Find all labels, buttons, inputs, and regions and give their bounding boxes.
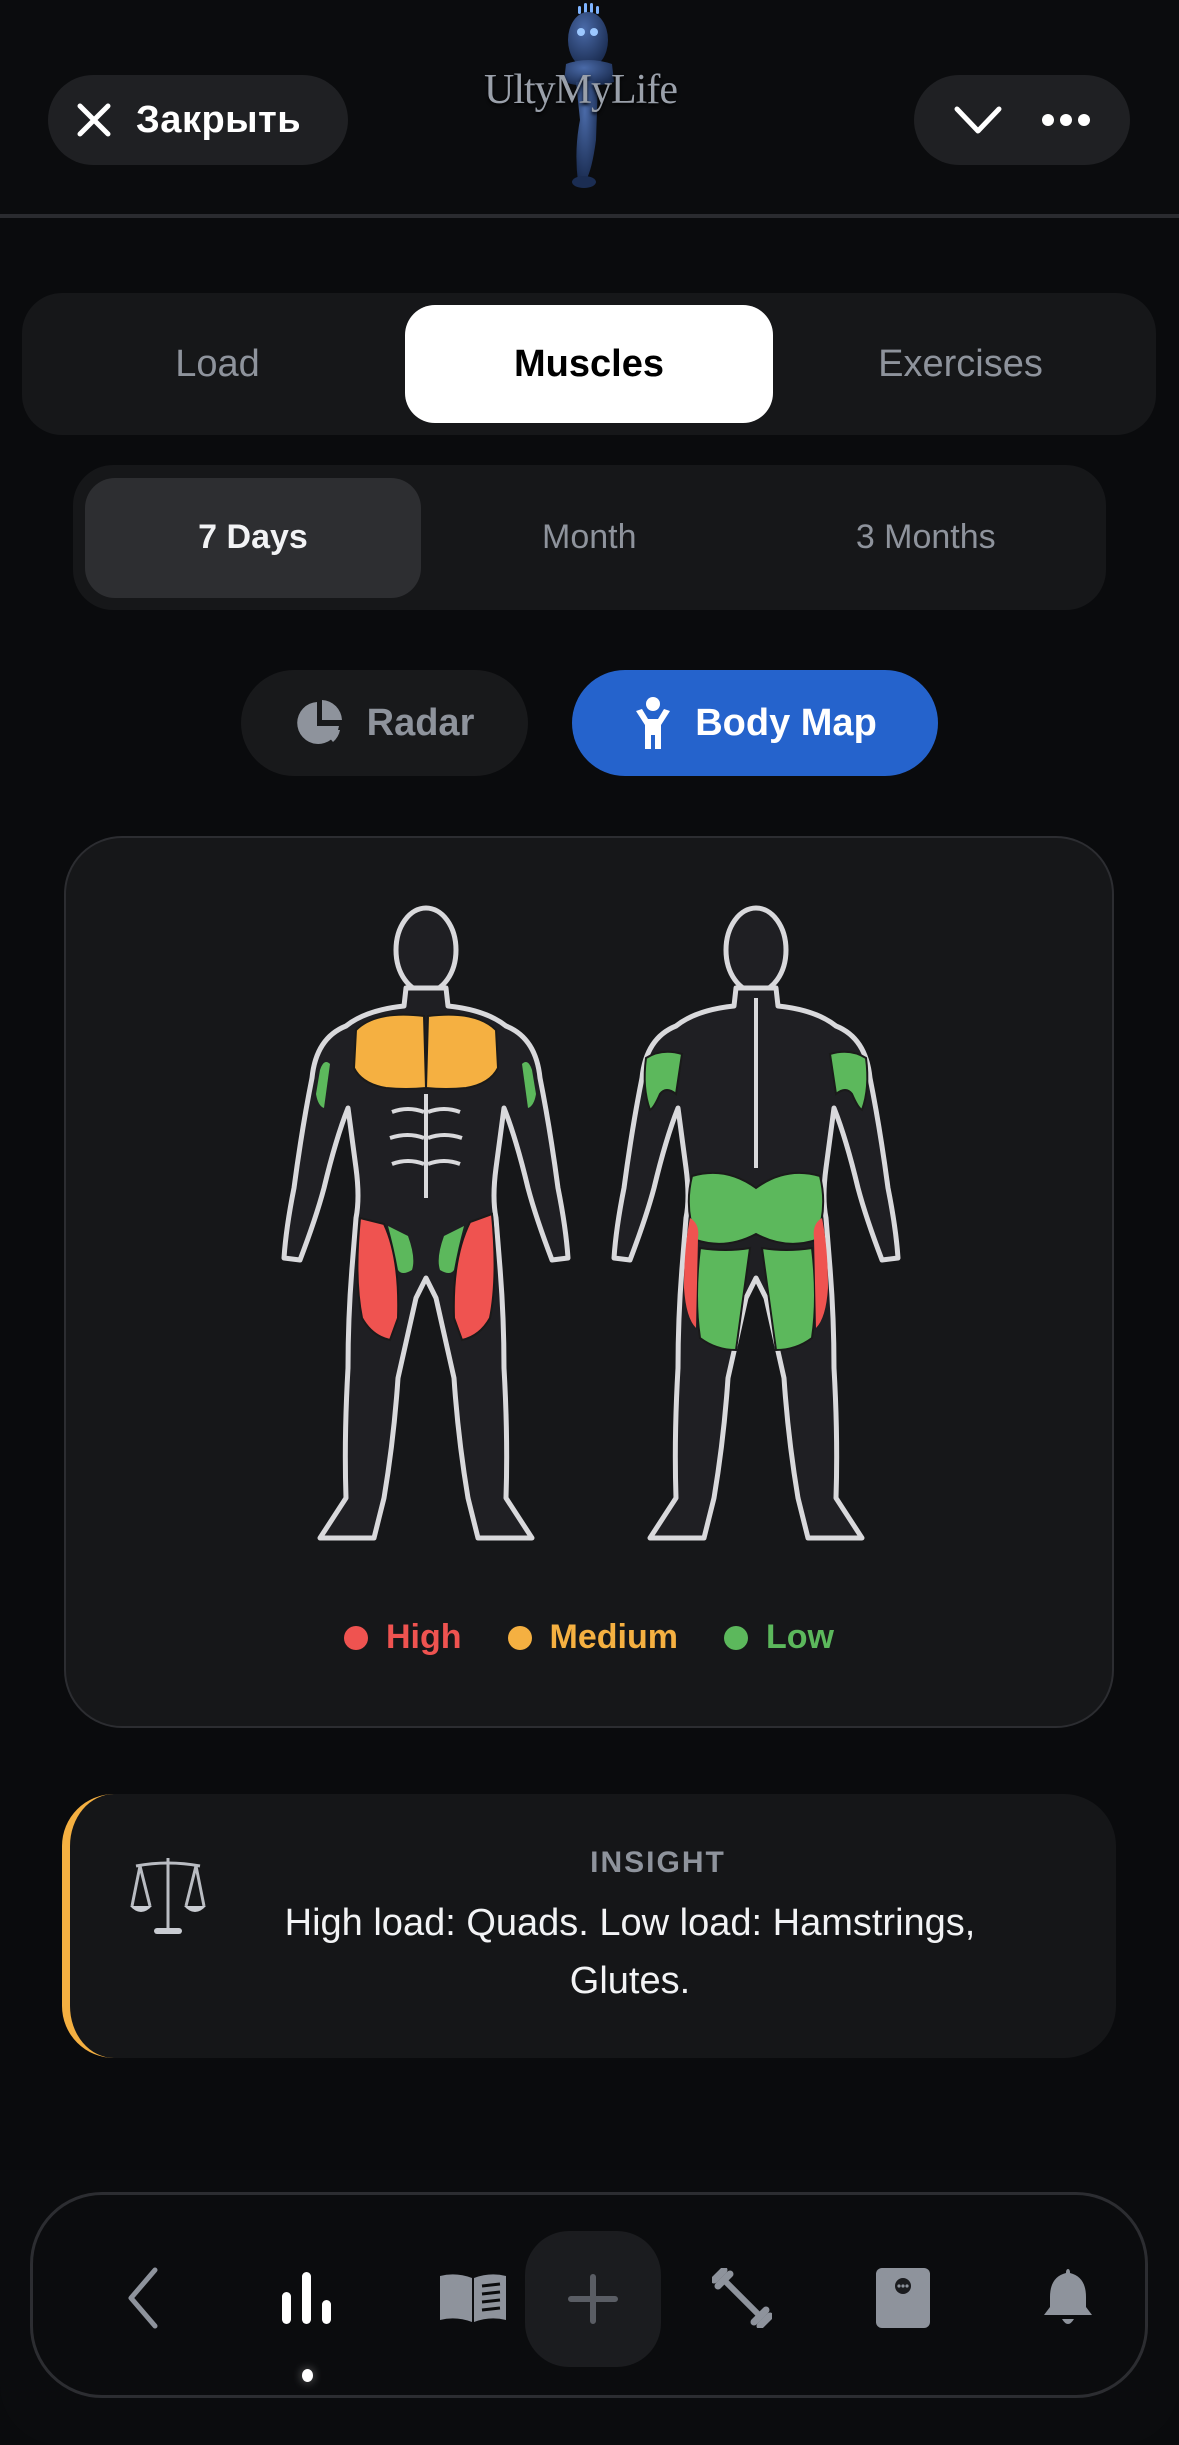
front-adductors-right-region[interactable] [438, 1226, 464, 1273]
front-adductors-left-region[interactable] [388, 1226, 414, 1273]
journal-icon [440, 2274, 506, 2322]
more-icon [1042, 114, 1090, 126]
person-icon [636, 697, 671, 749]
insight-text: High load: Quads. Low load: Hamstrings, … [284, 1902, 976, 2002]
nav-stats-button[interactable] [257, 2195, 357, 2401]
legend-low: Low [724, 1618, 834, 1657]
legend-high-label: High [386, 1618, 462, 1656]
high-dot-icon [344, 1625, 368, 1650]
logo-mascot [564, 3, 614, 188]
pie-chart-icon [296, 700, 342, 744]
scales-icon [130, 1858, 206, 1934]
body-map-view-button[interactable]: Body Map [572, 670, 938, 776]
active-indicator [302, 2369, 313, 2382]
body-map-card: High Medium Low [64, 836, 1114, 1728]
body-map-label: Body Map [695, 701, 877, 744]
radar-label: Radar [366, 701, 475, 744]
nav-workouts-button[interactable] [692, 2195, 792, 2401]
period-tabs: 7 Days Month 3 Months [73, 465, 1106, 610]
radar-view-button[interactable]: Radar [241, 670, 528, 776]
chat-icon [876, 2268, 930, 2328]
legend-high: High [344, 1618, 462, 1657]
tab-7-days[interactable]: 7 Days [85, 477, 421, 598]
front-chest-region[interactable] [352, 1013, 500, 1090]
tab-exercises[interactable]: Exercises [878, 342, 1043, 385]
nav-chat-button[interactable] [853, 2195, 953, 2401]
insight-card: INSIGHT High load: Quads. Low load: Hams… [62, 1794, 1116, 2058]
more-button[interactable] [1038, 92, 1094, 148]
nav-journal-button[interactable] [423, 2195, 523, 2401]
tab-muscles[interactable]: Muscles [405, 305, 773, 423]
stats-icon [282, 2272, 331, 2324]
header-actions [914, 75, 1130, 165]
back-hamstrings-right-region[interactable] [760, 1246, 816, 1352]
back-outer-thigh-left-region[interactable] [684, 1218, 699, 1328]
low-dot-icon [724, 1625, 748, 1650]
insight-title: INSIGHT [590, 1846, 726, 1879]
back-triceps-right-region[interactable] [828, 1050, 869, 1112]
back-hamstrings-left-region[interactable] [696, 1246, 752, 1352]
front-quads-left-region[interactable] [356, 1216, 400, 1342]
legend-low-label: Low [766, 1618, 834, 1656]
main-tabs: Load Muscles Exercises [22, 293, 1156, 435]
legend-medium-label: Medium [549, 1618, 678, 1656]
load-legend: High Medium Low [66, 1618, 1112, 1657]
collapse-button[interactable] [950, 92, 1006, 148]
nav-notifications-button[interactable] [1018, 2195, 1118, 2401]
medium-dot-icon [507, 1625, 532, 1650]
nav-back-button[interactable] [93, 2195, 193, 2401]
tab-load[interactable]: Load [175, 342, 260, 385]
body-front-figure [281, 905, 571, 1541]
bottom-nav [30, 2192, 1148, 2398]
header: Закрыть UltyMyLife [0, 0, 1179, 218]
back-outer-thigh-right-region[interactable] [813, 1218, 828, 1328]
body-back-figure [611, 905, 901, 1541]
front-biceps-right-region[interactable] [522, 1062, 536, 1108]
front-quads-right-region[interactable] [452, 1212, 496, 1342]
front-biceps-left-region[interactable] [316, 1062, 330, 1108]
dumbbell-icon [712, 2268, 772, 2328]
close-label: Закрыть [136, 98, 302, 141]
chevron-down-icon [954, 106, 1002, 134]
add-icon [568, 2274, 618, 2324]
legend-medium: Medium [507, 1618, 678, 1657]
close-icon [77, 103, 111, 137]
back-icon [128, 2267, 158, 2329]
add-button[interactable] [525, 2231, 661, 2367]
bell-icon [1044, 2269, 1092, 2324]
tab-month[interactable]: Month [542, 518, 637, 556]
tab-3-months[interactable]: 3 Months [855, 518, 996, 556]
back-triceps-left-region[interactable] [643, 1050, 684, 1112]
close-button[interactable]: Закрыть [48, 75, 348, 165]
logo-text: UltyMyLife [484, 67, 678, 113]
